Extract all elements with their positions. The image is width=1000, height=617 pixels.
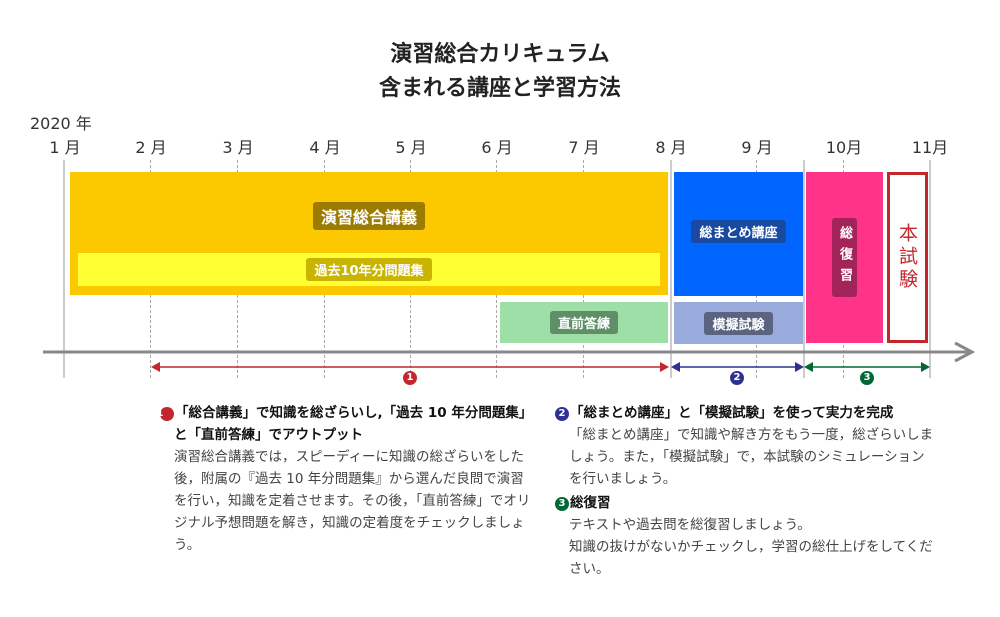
month-label: 11月 xyxy=(911,138,949,157)
month-label: 7 月 xyxy=(568,138,600,157)
block-chokuzen-toren: 直前答練 xyxy=(500,302,668,343)
diagram-title: 演習総合カリキュラム 含まれる講座と学習方法 xyxy=(0,38,1000,106)
month-label: 10月 xyxy=(825,138,863,157)
marker-3: 3 xyxy=(860,371,874,385)
block-honshiken: 本試験 xyxy=(887,172,928,343)
block-kako-mondaishu: 過去10年分問題集 xyxy=(78,253,660,286)
label-enshu: 演習総合講義 xyxy=(312,202,425,230)
month-label: 1 月 xyxy=(49,138,81,157)
range-arrow-3 xyxy=(804,362,930,372)
month-gridline xyxy=(63,160,65,378)
month-label: 8 月 xyxy=(655,138,687,157)
month-label: 5 月 xyxy=(395,138,427,157)
label-chokuzen: 直前答練 xyxy=(549,311,618,334)
note-1-body: 演習総合講義では，スピーディーに知識の総ざらいをした後，附属の『過去 10 年分… xyxy=(174,449,531,553)
timeline-arrowhead-icon xyxy=(954,341,976,363)
note-1-heading: 「総合講義」で知識を総ざらいし,「過去 10 年分問題集」と「直前答練」でアウト… xyxy=(174,405,533,443)
note-3-body-1: テキストや過去問を総復習しましょう。 xyxy=(569,517,811,533)
block-sou-matome: 総まとめ講座 xyxy=(674,172,803,296)
marker-2: 2 xyxy=(730,371,744,385)
month-gridline xyxy=(929,160,931,378)
note-3-body-2: 知識の抜けがないかチェックし，学習の総仕上げをしてください。 xyxy=(569,539,933,577)
label-kako: 過去10年分問題集 xyxy=(306,258,432,281)
note-2-marker: 2 xyxy=(555,407,569,421)
label-honshiken: 本試験 xyxy=(896,223,918,292)
phase-divider xyxy=(803,160,805,378)
month-label: 6 月 xyxy=(481,138,513,157)
note-2-body: 「総まとめ講座」で知識や解き方をもう一度，総ざらいしましょう。また，「模擬試験」… xyxy=(569,427,934,487)
range-arrow-2 xyxy=(671,362,804,372)
title-line-1: 演習総合カリキュラム xyxy=(390,42,610,67)
title-line-2: 含まれる講座と学習方法 xyxy=(378,76,621,101)
label-matome: 総まとめ講座 xyxy=(691,220,786,243)
block-sou-fukushu: 総復習 xyxy=(806,172,883,343)
month-label: 4 月 xyxy=(309,138,341,157)
block-mogi-shiken: 模擬試験 xyxy=(674,302,803,344)
label-fukushu: 総復習 xyxy=(832,218,857,297)
note-1-marker: 1 xyxy=(157,407,174,421)
month-label: 3 月 xyxy=(222,138,254,157)
month-gridline xyxy=(670,160,672,378)
month-label: 2 月 xyxy=(135,138,167,157)
marker-1: 1 xyxy=(403,371,417,385)
note-3-heading: 総復習 xyxy=(570,495,611,511)
note-2: 2「総まとめ講座」と「模擬試験」を使って実力を完成 「総まとめ講座」で知識や解き… xyxy=(555,402,935,580)
note-1: 1「総合講義」で知識を総ざらいし,「過去 10 年分問題集」と「直前答練」でアウ… xyxy=(157,402,535,556)
note-3-marker: 3 xyxy=(555,497,569,511)
label-mogi: 模擬試験 xyxy=(704,311,773,335)
range-arrow-1 xyxy=(151,362,669,372)
year-label: 2020 年 xyxy=(30,114,92,133)
note-2-heading: 「総まとめ講座」と「模擬試験」を使って実力を完成 xyxy=(570,405,894,421)
month-label: 9 月 xyxy=(741,138,773,157)
